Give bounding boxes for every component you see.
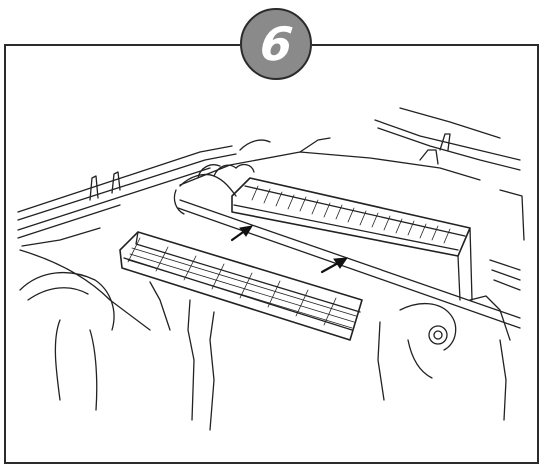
- installed-filter: [231, 177, 473, 301]
- arrow-icon: [320, 257, 349, 274]
- step-badge: 6: [238, 6, 314, 82]
- left-trim-panel: [17, 145, 237, 247]
- lower-right-mechanism: [377, 259, 521, 421]
- installed-filter-pleats: [251, 185, 451, 244]
- filter-rail: [177, 199, 521, 329]
- housing-outline: [179, 107, 525, 241]
- arrow-icon: [230, 225, 253, 242]
- hand-outline: [173, 163, 255, 215]
- step-badge-circle: [240, 8, 312, 80]
- removed-filter: [119, 231, 363, 341]
- removed-filter-grid: [127, 237, 357, 329]
- lower-left-panel: [19, 249, 215, 431]
